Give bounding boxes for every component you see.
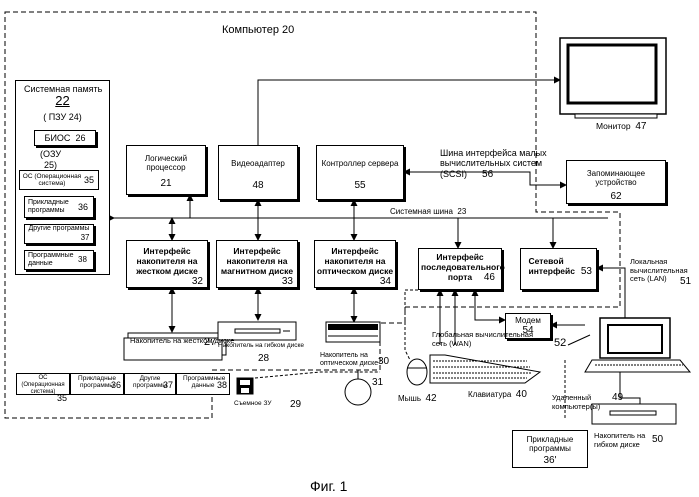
system-bus-label: Системная шина 23 [390,207,466,216]
odd-label: Накопитель на оптическом диске [320,352,380,368]
wan-label: Глобальная вычислительная сеть (WAN) [432,331,542,348]
storage-device: Запоминающее устройство 62 [566,160,666,204]
hdd-apps: Прикладные программы 36 [70,373,124,395]
network-interface: Сетевой интерфейс 53 [520,248,597,290]
system-memory-title: Системная память [16,81,109,94]
system-memory-num: 22 [16,94,109,109]
fdd-label: Накопитель на гибком диске [218,342,304,349]
remote-label: Удаленный компьютер(ы) [552,394,612,411]
odd-num: 30 [378,356,389,367]
serial-port-interface: Интерфейс последовательного порта 46 [418,248,502,290]
hdd-interface: Интерфейс накопителя на жестком диске 32 [126,240,208,288]
mem-os: ОС (Операционная система)35 [19,170,99,190]
monitor-label: Монитор 47 [596,121,646,133]
optical-disk-icon [345,379,371,405]
wan-num: 52 [554,337,566,349]
scsi-label: Шина интерфейса малых вычислительных сис… [440,148,550,180]
hdd-other: Другие программы 37 [124,373,176,395]
remote-apps-box: Прикладные программы 36' [512,430,588,468]
lan-num: 51 [680,276,691,287]
mem-other: Другие программы37 [24,224,94,244]
logical-processor: Логический процессор 21 [126,145,206,195]
disk-num: 31 [372,377,383,388]
hdd-os: ОС (Операционная система) 35 [16,373,70,395]
mouse-label: Мышь 42 [398,393,437,405]
hdd-data: Программные данные 38 [176,373,230,395]
remote-num: 49 [612,392,623,403]
keyboard-drawing [430,355,540,383]
rom-label: ( ПЗУ 24) [16,112,109,122]
server-controller: Контроллер сервера 55 [316,145,404,200]
removable-num: 29 [290,399,301,410]
remote-fdd-num: 50 [652,434,663,445]
remote-fdd-label: Накопитель на гибком диске [594,432,654,449]
mem-data: Программные данные38 [24,250,94,270]
laptop-drawing [585,318,690,372]
mouse-drawing [407,359,427,385]
fdd-interface: Интерфейс накопителя на магнитном диске … [216,240,298,288]
mem-apps: Прикладные программы36 [24,196,94,218]
bios-box: БИОС 26 [34,130,96,146]
computer-title: Компьютер 20 [222,24,294,37]
hdd-num: 27 [204,336,216,348]
keyboard-label: Клавиатура 40 [468,389,527,401]
odd-interface: Интерфейс накопителя на оптическом диске… [314,240,396,288]
video-adapter: Видеоадаптер 48 [218,145,298,200]
fdd-num: 28 [258,353,269,364]
removable-label: Съемное ЗУ [234,400,271,407]
ram-num: 25) [44,160,57,170]
ram-label: (ОЗУ [40,149,61,159]
figure-caption: Фиг. 1 [310,478,347,494]
